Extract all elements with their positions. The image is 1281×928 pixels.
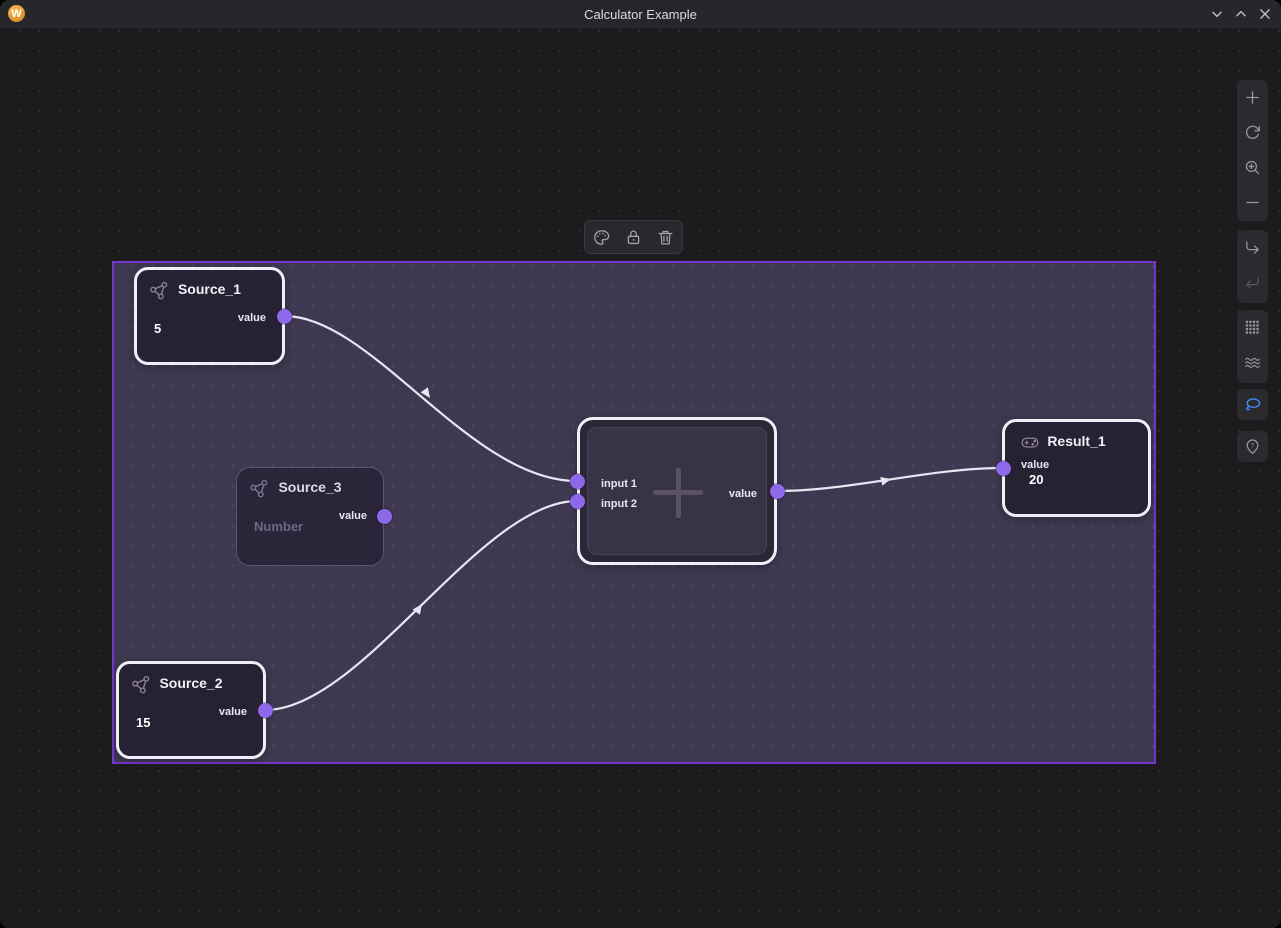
dot-grid-icon xyxy=(1245,320,1259,334)
port-add-input-2[interactable] xyxy=(570,493,585,509)
plus-glyph-vertical xyxy=(675,467,681,518)
plus-icon xyxy=(1246,91,1259,104)
display-toggles-group xyxy=(1237,310,1268,383)
node-source-3[interactable]: Source_3 value Number xyxy=(236,467,384,566)
delete-button[interactable] xyxy=(653,224,679,250)
node-add[interactable]: input 1 input 2 value xyxy=(577,417,777,565)
maximize-button[interactable] xyxy=(1229,2,1253,26)
window-title: Calculator Example xyxy=(584,6,697,22)
zoom-in-icon xyxy=(1245,160,1260,175)
window-controls xyxy=(1205,0,1277,28)
port-source-3-value[interactable] xyxy=(376,508,392,524)
port-add-input-1[interactable] xyxy=(570,473,585,489)
input-2-label: input 2 xyxy=(601,498,638,510)
port-source-1-value[interactable] xyxy=(277,308,292,324)
input-1-label: input 1 xyxy=(601,478,638,490)
pin-help-button[interactable]: ? xyxy=(1237,431,1268,462)
node-title: Source_2 xyxy=(159,675,223,691)
chevron-up-icon xyxy=(1236,10,1246,17)
output-port-label: value xyxy=(338,510,367,522)
pin-group: ? xyxy=(1237,431,1268,462)
close-button[interactable] xyxy=(1253,2,1277,26)
lasso-icon xyxy=(1245,397,1260,410)
source-2-value-field[interactable]: 15 xyxy=(136,715,151,730)
logo-icon: W xyxy=(8,5,25,22)
return-icon xyxy=(1246,276,1259,289)
node-title: Source_1 xyxy=(177,281,242,297)
graph-icon xyxy=(150,281,168,300)
output-port-label: value xyxy=(237,312,266,324)
pin-question-icon: ? xyxy=(1246,439,1259,454)
title-bar: W Calculator Example xyxy=(0,0,1281,29)
zoom-in-button[interactable] xyxy=(1237,150,1268,185)
grid-toggle-button[interactable] xyxy=(1237,310,1268,345)
logo-letter: W xyxy=(11,7,22,20)
gamepad-icon xyxy=(1021,437,1039,448)
input-port-label: value xyxy=(1021,459,1050,471)
graph-icon xyxy=(250,479,268,498)
corner-down-right-button[interactable] xyxy=(1237,230,1268,265)
output-port-label: value xyxy=(218,706,247,718)
source-1-value-field[interactable]: 5 xyxy=(154,321,162,336)
lasso-select-button[interactable] xyxy=(1237,389,1268,420)
lock-icon xyxy=(627,230,640,244)
node-result-1[interactable]: Result_1 value 20 xyxy=(1002,419,1151,517)
output-port-label: value xyxy=(728,488,757,500)
node-title: Source_3 xyxy=(278,479,342,495)
minus-icon xyxy=(1246,201,1259,204)
node-source-2[interactable]: Source_2 value 15 xyxy=(116,661,266,759)
port-result-1-value[interactable] xyxy=(995,460,1011,476)
palette-icon xyxy=(593,229,609,245)
trash-icon xyxy=(658,230,673,244)
plus-button[interactable] xyxy=(1237,80,1268,115)
node-toolbar xyxy=(584,220,683,254)
close-icon xyxy=(1260,9,1270,19)
node-source-1[interactable]: Source_1 value 5 xyxy=(134,267,285,365)
chevron-down-icon xyxy=(1212,11,1222,18)
waves-icon xyxy=(1245,357,1260,368)
history-controls-group xyxy=(1237,230,1268,303)
lasso-group xyxy=(1237,389,1268,420)
port-source-2-value[interactable] xyxy=(258,702,273,718)
result-1-value: 20 xyxy=(1029,472,1044,487)
lock-button[interactable] xyxy=(620,224,646,250)
view-controls-group xyxy=(1237,80,1268,221)
rotate-cw-icon xyxy=(1246,125,1260,139)
rotate-cw-button[interactable] xyxy=(1237,115,1268,150)
source-3-value-field[interactable]: Number xyxy=(254,519,304,534)
graph-icon xyxy=(132,675,150,694)
waves-toggle-button[interactable] xyxy=(1237,345,1268,380)
port-add-value[interactable] xyxy=(769,483,785,499)
corner-down-right-icon xyxy=(1246,241,1259,254)
return-button[interactable] xyxy=(1237,265,1268,300)
svg-text:?: ? xyxy=(1251,443,1255,450)
node-title: Result_1 xyxy=(1047,433,1106,449)
palette-button[interactable] xyxy=(588,224,614,250)
minus-button[interactable] xyxy=(1237,185,1268,220)
minimize-button[interactable] xyxy=(1205,2,1229,26)
